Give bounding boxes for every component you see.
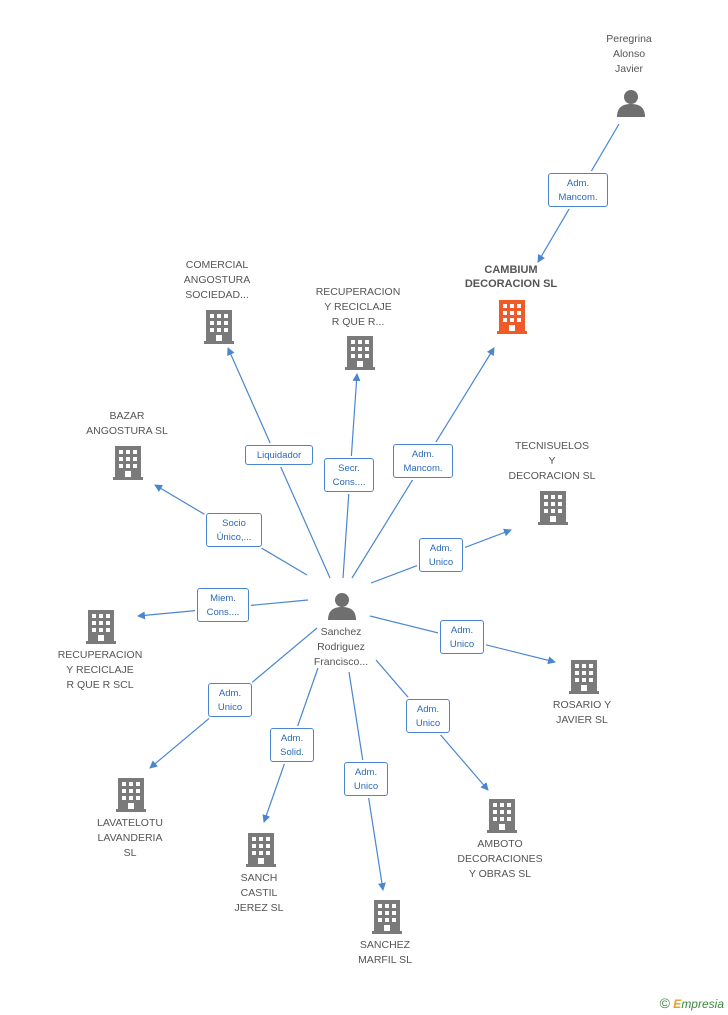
building-icon-sanchez-marfil[interactable]	[372, 900, 402, 934]
edge-label-sanchez-cambium[interactable]: Adm. Mancom.	[393, 444, 453, 478]
node-label-recuperacion-top[interactable]: RECUPERACION Y RECICLAJE R QUE R...	[315, 285, 401, 328]
brand-logo-text: mpresia	[681, 997, 724, 1011]
edge-label-sanchez-recuperacion-left[interactable]: Miem. Cons....	[197, 588, 249, 622]
node-label-amboto[interactable]: AMBOTO DECORACIONES Y OBRAS SL	[457, 837, 543, 880]
node-label-sanchez-marfil[interactable]: SANCHEZ MARFIL SL	[358, 939, 412, 966]
footer-brand: © Empresia	[660, 995, 724, 1011]
building-icon-rosario[interactable]	[569, 660, 599, 694]
building-icon-cambium[interactable]	[497, 300, 527, 334]
node-label-recuperacion-left[interactable]: RECUPERACION Y RECICLAJE R QUE R SCL	[57, 648, 143, 691]
building-icon-amboto[interactable]	[487, 799, 517, 833]
node-label-sanch-castil[interactable]: SANCH CASTIL JEREZ SL	[234, 871, 284, 914]
edge-label-sanchez-sanch-castil[interactable]: Adm. Solid.	[270, 728, 314, 762]
edge-label-sanchez-bazar[interactable]: Socio Único,...	[206, 513, 262, 547]
building-icon-lavatelotu[interactable]	[116, 778, 146, 812]
building-icon-bazar[interactable]	[113, 446, 143, 480]
node-label-bazar[interactable]: BAZAR ANGOSTURA SL	[86, 410, 168, 437]
node-label-rosario[interactable]: ROSARIO Y JAVIER SL	[552, 699, 612, 726]
edge-label-peregrina-cambium[interactable]: Adm. Mancom.	[548, 173, 608, 207]
building-icon-recuperacion-left[interactable]	[86, 610, 116, 644]
edge-label-sanchez-comercial[interactable]: Liquidador	[245, 445, 313, 465]
node-label-lavatelotu[interactable]: LAVATELOTU LAVANDERIA SL	[97, 816, 163, 859]
node-label-cambium[interactable]: CAMBIUM DECORACION SL	[464, 264, 558, 290]
node-label-sanchez[interactable]: Sanchez Rodriguez Francisco...	[313, 625, 369, 668]
building-icon-recuperacion-top[interactable]	[345, 336, 375, 370]
edge-label-sanchez-sanchez-marfil[interactable]: Adm. Unico	[344, 762, 388, 796]
node-label-tecnisuelos[interactable]: TECNISUELOS Y DECORACION SL	[508, 439, 596, 482]
brand-logo-letter: E	[673, 997, 682, 1011]
node-label-peregrina[interactable]: Peregrina Alonso Javier	[606, 32, 652, 75]
edge-label-sanchez-lavatelotu[interactable]: Adm. Unico	[208, 683, 252, 717]
node-label-comercial[interactable]: COMERCIAL ANGOSTURA SOCIEDAD...	[183, 258, 251, 301]
copyright-icon: ©	[659, 995, 670, 1011]
edge-label-sanchez-tecnisuelos[interactable]: Adm. Unico	[419, 538, 463, 572]
building-icon-tecnisuelos[interactable]	[538, 491, 568, 525]
edge-label-sanchez-amboto[interactable]: Adm. Unico	[406, 699, 450, 733]
edge-label-sanchez-recuperacion-top[interactable]: Secr. Cons....	[324, 458, 374, 492]
icons-layer	[86, 90, 645, 934]
edge-label-sanchez-rosario[interactable]: Adm. Unico	[440, 620, 484, 654]
building-icon-sanch-castil[interactable]	[246, 833, 276, 867]
person-icon-sanchez[interactable]	[328, 593, 356, 620]
person-icon-peregrina[interactable]	[617, 90, 645, 117]
building-icon-comercial[interactable]	[204, 310, 234, 344]
